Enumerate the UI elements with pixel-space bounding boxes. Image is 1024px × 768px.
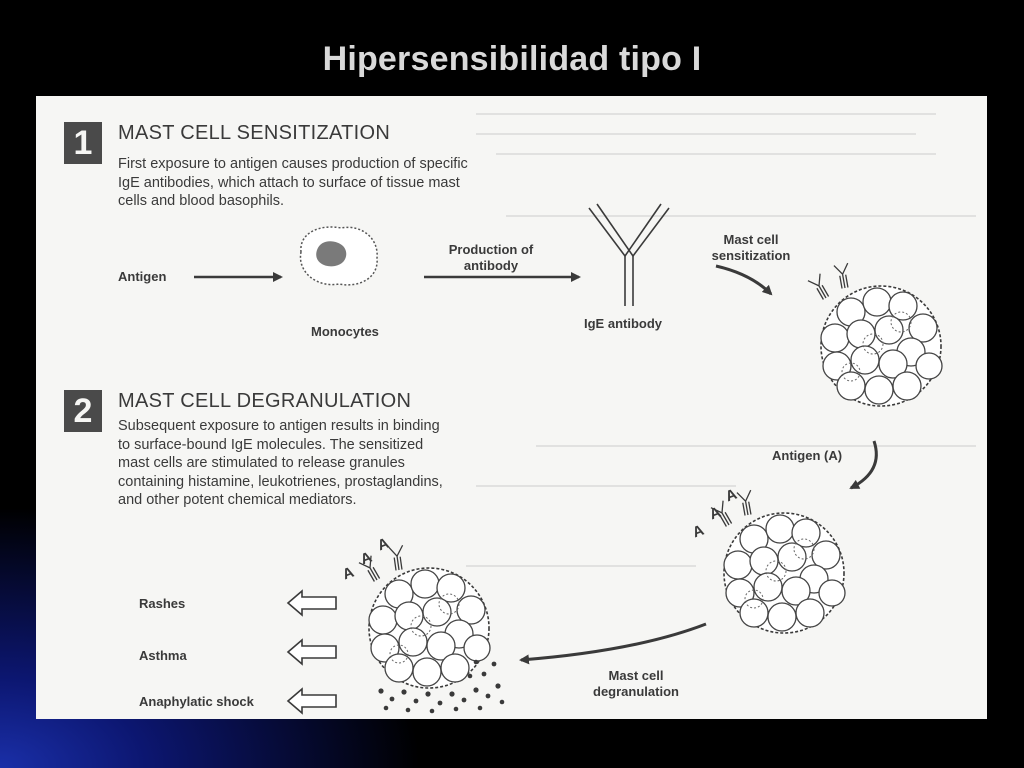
outcome-anaphylatic-shock: Anaphylatic shock — [139, 694, 254, 709]
production-label: Production of antibody — [426, 242, 556, 274]
slide-title: Hipersensibilidad tipo I — [322, 40, 702, 78]
outcome-arrows — [287, 590, 337, 714]
production-label-line1: Production of — [448, 242, 534, 257]
degranulation-arrow — [519, 622, 707, 665]
degranulation-label-line1: Mast cell — [608, 668, 664, 683]
degranulation-label: Mast cell degranulation — [581, 668, 691, 700]
sensitization-label-line1: Mast cell — [723, 232, 779, 247]
sensitization-label-line2: sensitization — [711, 248, 791, 263]
sensitized-mast-cell-icon — [807, 262, 943, 407]
step1-description: First exposure to antigen causes product… — [118, 156, 468, 209]
antigen-bound-mast-cell-icon — [710, 489, 846, 634]
released-granules — [378, 659, 505, 714]
antigen-a-label: Antigen (A) — [772, 448, 843, 463]
sensitization-arrow — [715, 264, 773, 296]
degranulation-label-line2: degranulation — [593, 684, 679, 699]
outcome-rashes: Rashes — [139, 596, 186, 611]
step2-description: Subsequent exposure to antigen results i… — [118, 418, 443, 508]
production-label-line2: antibody — [463, 258, 519, 273]
ige-antibody-icon — [588, 203, 670, 306]
monocyte-icon — [299, 226, 378, 286]
step1-number-badge: 1 — [64, 122, 102, 164]
antigen-label: Antigen — [118, 269, 167, 284]
diagram-artwork — [194, 113, 976, 714]
sensitization-label: Mast cell sensitization — [706, 232, 796, 264]
outcome-asthma: Asthma — [139, 648, 187, 663]
antigen-exposure-arrow — [849, 440, 878, 490]
step2-title: MAST CELL DEGRANULATION — [118, 390, 412, 412]
diagram-figure: 1 MAST CELL SENSITIZATION First exposure… — [36, 96, 987, 719]
step2-number-badge: 2 — [64, 390, 102, 432]
monocytes-label: Monocytes — [311, 324, 379, 339]
step1-title: MAST CELL SENSITIZATION — [118, 122, 391, 144]
ige-antibody-label: IgE antibody — [584, 316, 662, 331]
